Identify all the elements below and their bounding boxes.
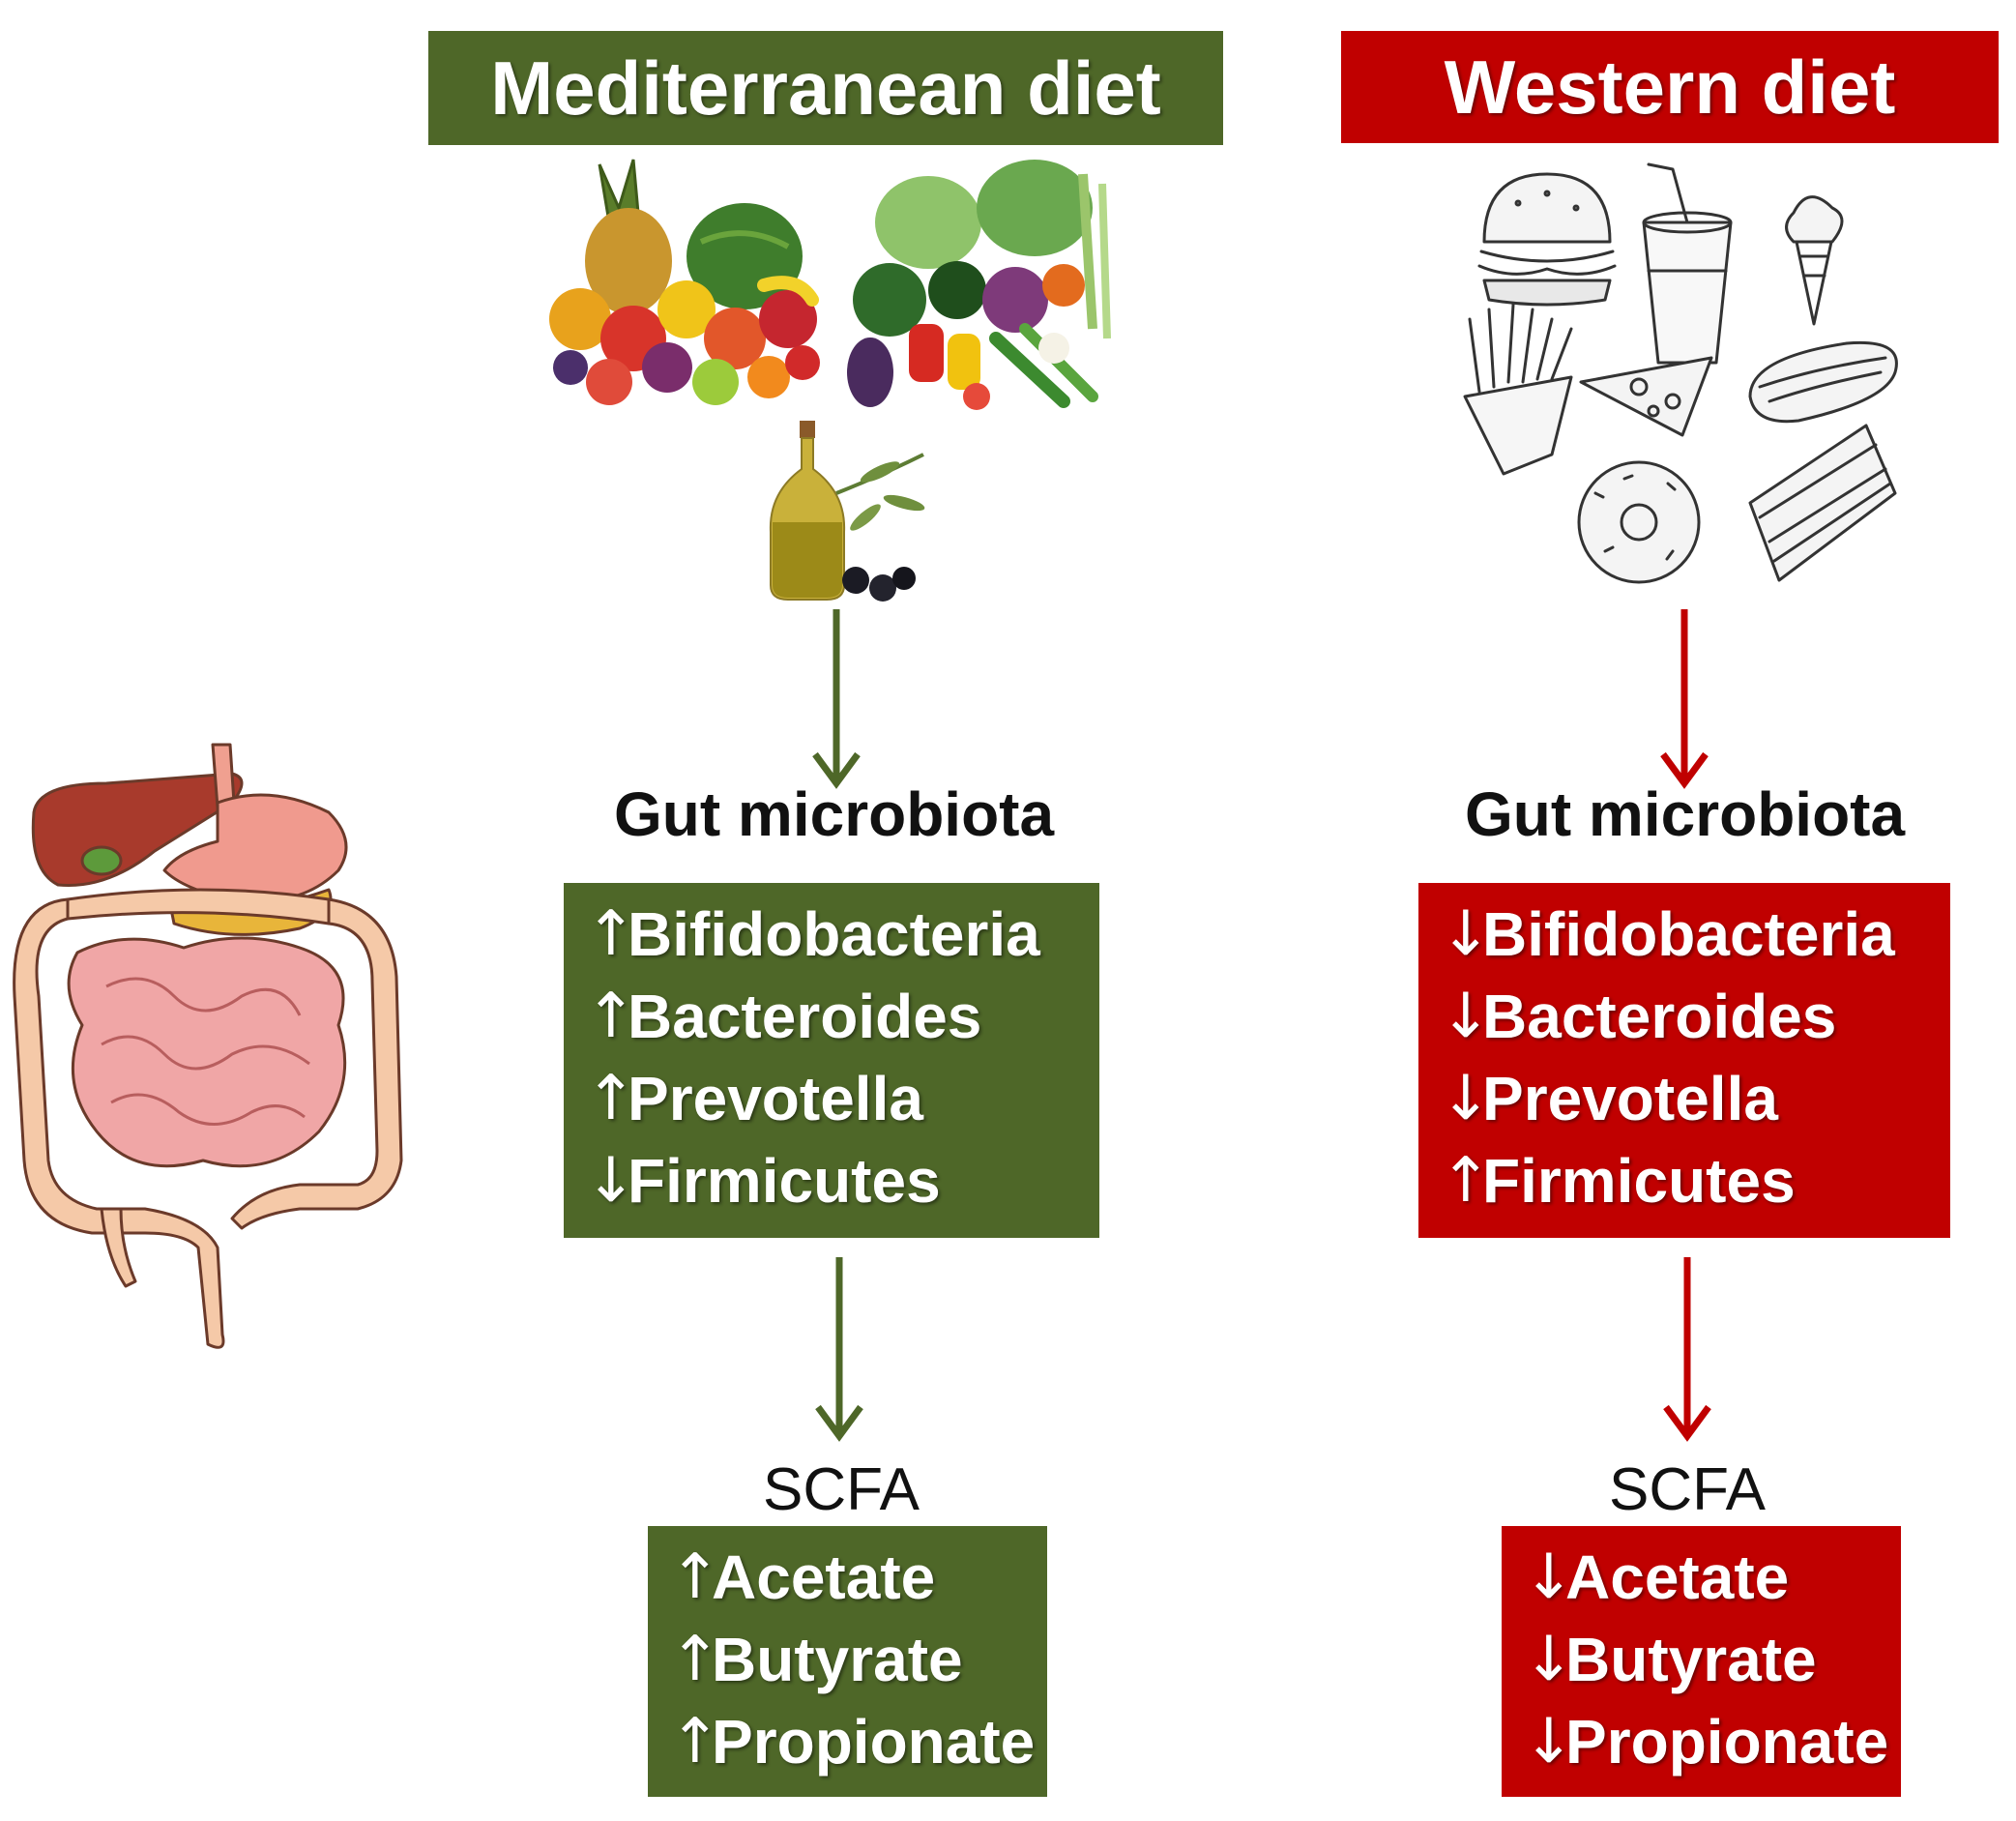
down-arrow-icon: ↓ — [1523, 1541, 1575, 1613]
west-scfa-item: ↓Butyrate — [1523, 1623, 1817, 1695]
hot-dog-icon — [1748, 340, 1898, 424]
down-arrow-icon: ↓ — [585, 1144, 637, 1217]
mediterranean-diet-title: Mediterranean diet — [490, 44, 1161, 131]
up-arrow-icon: ↑ — [585, 1062, 637, 1134]
up-arrow-icon: ↑ — [1440, 1144, 1492, 1217]
up-arrow-icon: ↑ — [669, 1623, 721, 1695]
down-arrow-icon: ↓ — [1440, 1062, 1492, 1134]
up-arrow-icon: ↑ — [669, 1705, 721, 1777]
ice-cream-icon — [1785, 195, 1844, 326]
pizza-slice-icon — [1579, 356, 1713, 437]
fruit-basket-illustration — [549, 159, 820, 405]
med-microbiota-item: ↑Prevotella — [585, 1062, 923, 1134]
mediterranean-diet-banner: Mediterranean diet — [428, 31, 1223, 145]
west-scfa-box: ↓Acetate ↓Butyrate ↓Propionate — [1502, 1526, 1901, 1797]
drink-cup-icon — [1642, 162, 1733, 365]
med-microbiota-box: ↑Bifidobacteria ↑Bacteroides ↑Prevotella… — [564, 883, 1099, 1238]
down-arrow-icon: ↓ — [1440, 897, 1492, 970]
digestive-system-illustration — [13, 743, 403, 1349]
west-scfa-item: ↓Propionate — [1523, 1705, 1889, 1777]
west-microbiota-item: ↓Prevotella — [1440, 1062, 1778, 1134]
med-scfa-item: ↑Butyrate — [669, 1623, 963, 1695]
med-scfa-heading: SCFA — [763, 1456, 920, 1523]
west-microbiota-item: ↓Bifidobacteria — [1440, 897, 1895, 970]
med-arrow-2 — [815, 1257, 863, 1442]
western-diet-banner: Western diet — [1341, 31, 1999, 143]
burger-icon — [1477, 172, 1617, 307]
west-arrow-1 — [1660, 609, 1709, 789]
donut-icon — [1577, 460, 1701, 584]
west-scfa-item: ↓Acetate — [1523, 1541, 1790, 1613]
med-microbiota-item: ↑Bifidobacteria — [585, 897, 1040, 970]
vegetables-illustration — [847, 160, 1111, 410]
west-scfa-heading: SCFA — [1609, 1456, 1766, 1523]
west-microbiota-box: ↓Bifidobacteria ↓Bacteroides ↓Prevotella… — [1418, 883, 1950, 1238]
med-scfa-box: ↑Acetate ↑Butyrate ↑Propionate — [648, 1526, 1047, 1797]
med-arrow-1 — [812, 609, 861, 789]
fries-icon — [1463, 303, 1573, 476]
up-arrow-icon: ↑ — [585, 897, 637, 970]
up-arrow-icon: ↑ — [669, 1541, 721, 1613]
olive-oil-bottle-illustration — [769, 421, 925, 602]
med-gut-microbiota-heading: Gut microbiota — [613, 779, 1055, 849]
west-gut-microbiota-heading: Gut microbiota — [1464, 779, 1906, 849]
west-arrow-2 — [1663, 1257, 1711, 1442]
med-microbiota-item: ↓Firmicutes — [585, 1144, 941, 1217]
med-microbiota-item: ↑Bacteroides — [585, 980, 982, 1052]
down-arrow-icon: ↓ — [1523, 1623, 1575, 1695]
western-diet-title: Western diet — [1444, 44, 1896, 130]
down-arrow-icon: ↓ — [1523, 1705, 1575, 1777]
med-scfa-item: ↑Acetate — [669, 1541, 936, 1613]
med-scfa-item: ↑Propionate — [669, 1705, 1036, 1777]
fast-food-sketch-illustration — [1463, 162, 1898, 584]
west-microbiota-item: ↑Firmicutes — [1440, 1144, 1796, 1217]
up-arrow-icon: ↑ — [585, 980, 637, 1052]
sandwich-icon — [1748, 424, 1897, 582]
west-microbiota-item: ↓Bacteroides — [1440, 980, 1837, 1052]
down-arrow-icon: ↓ — [1440, 980, 1492, 1052]
